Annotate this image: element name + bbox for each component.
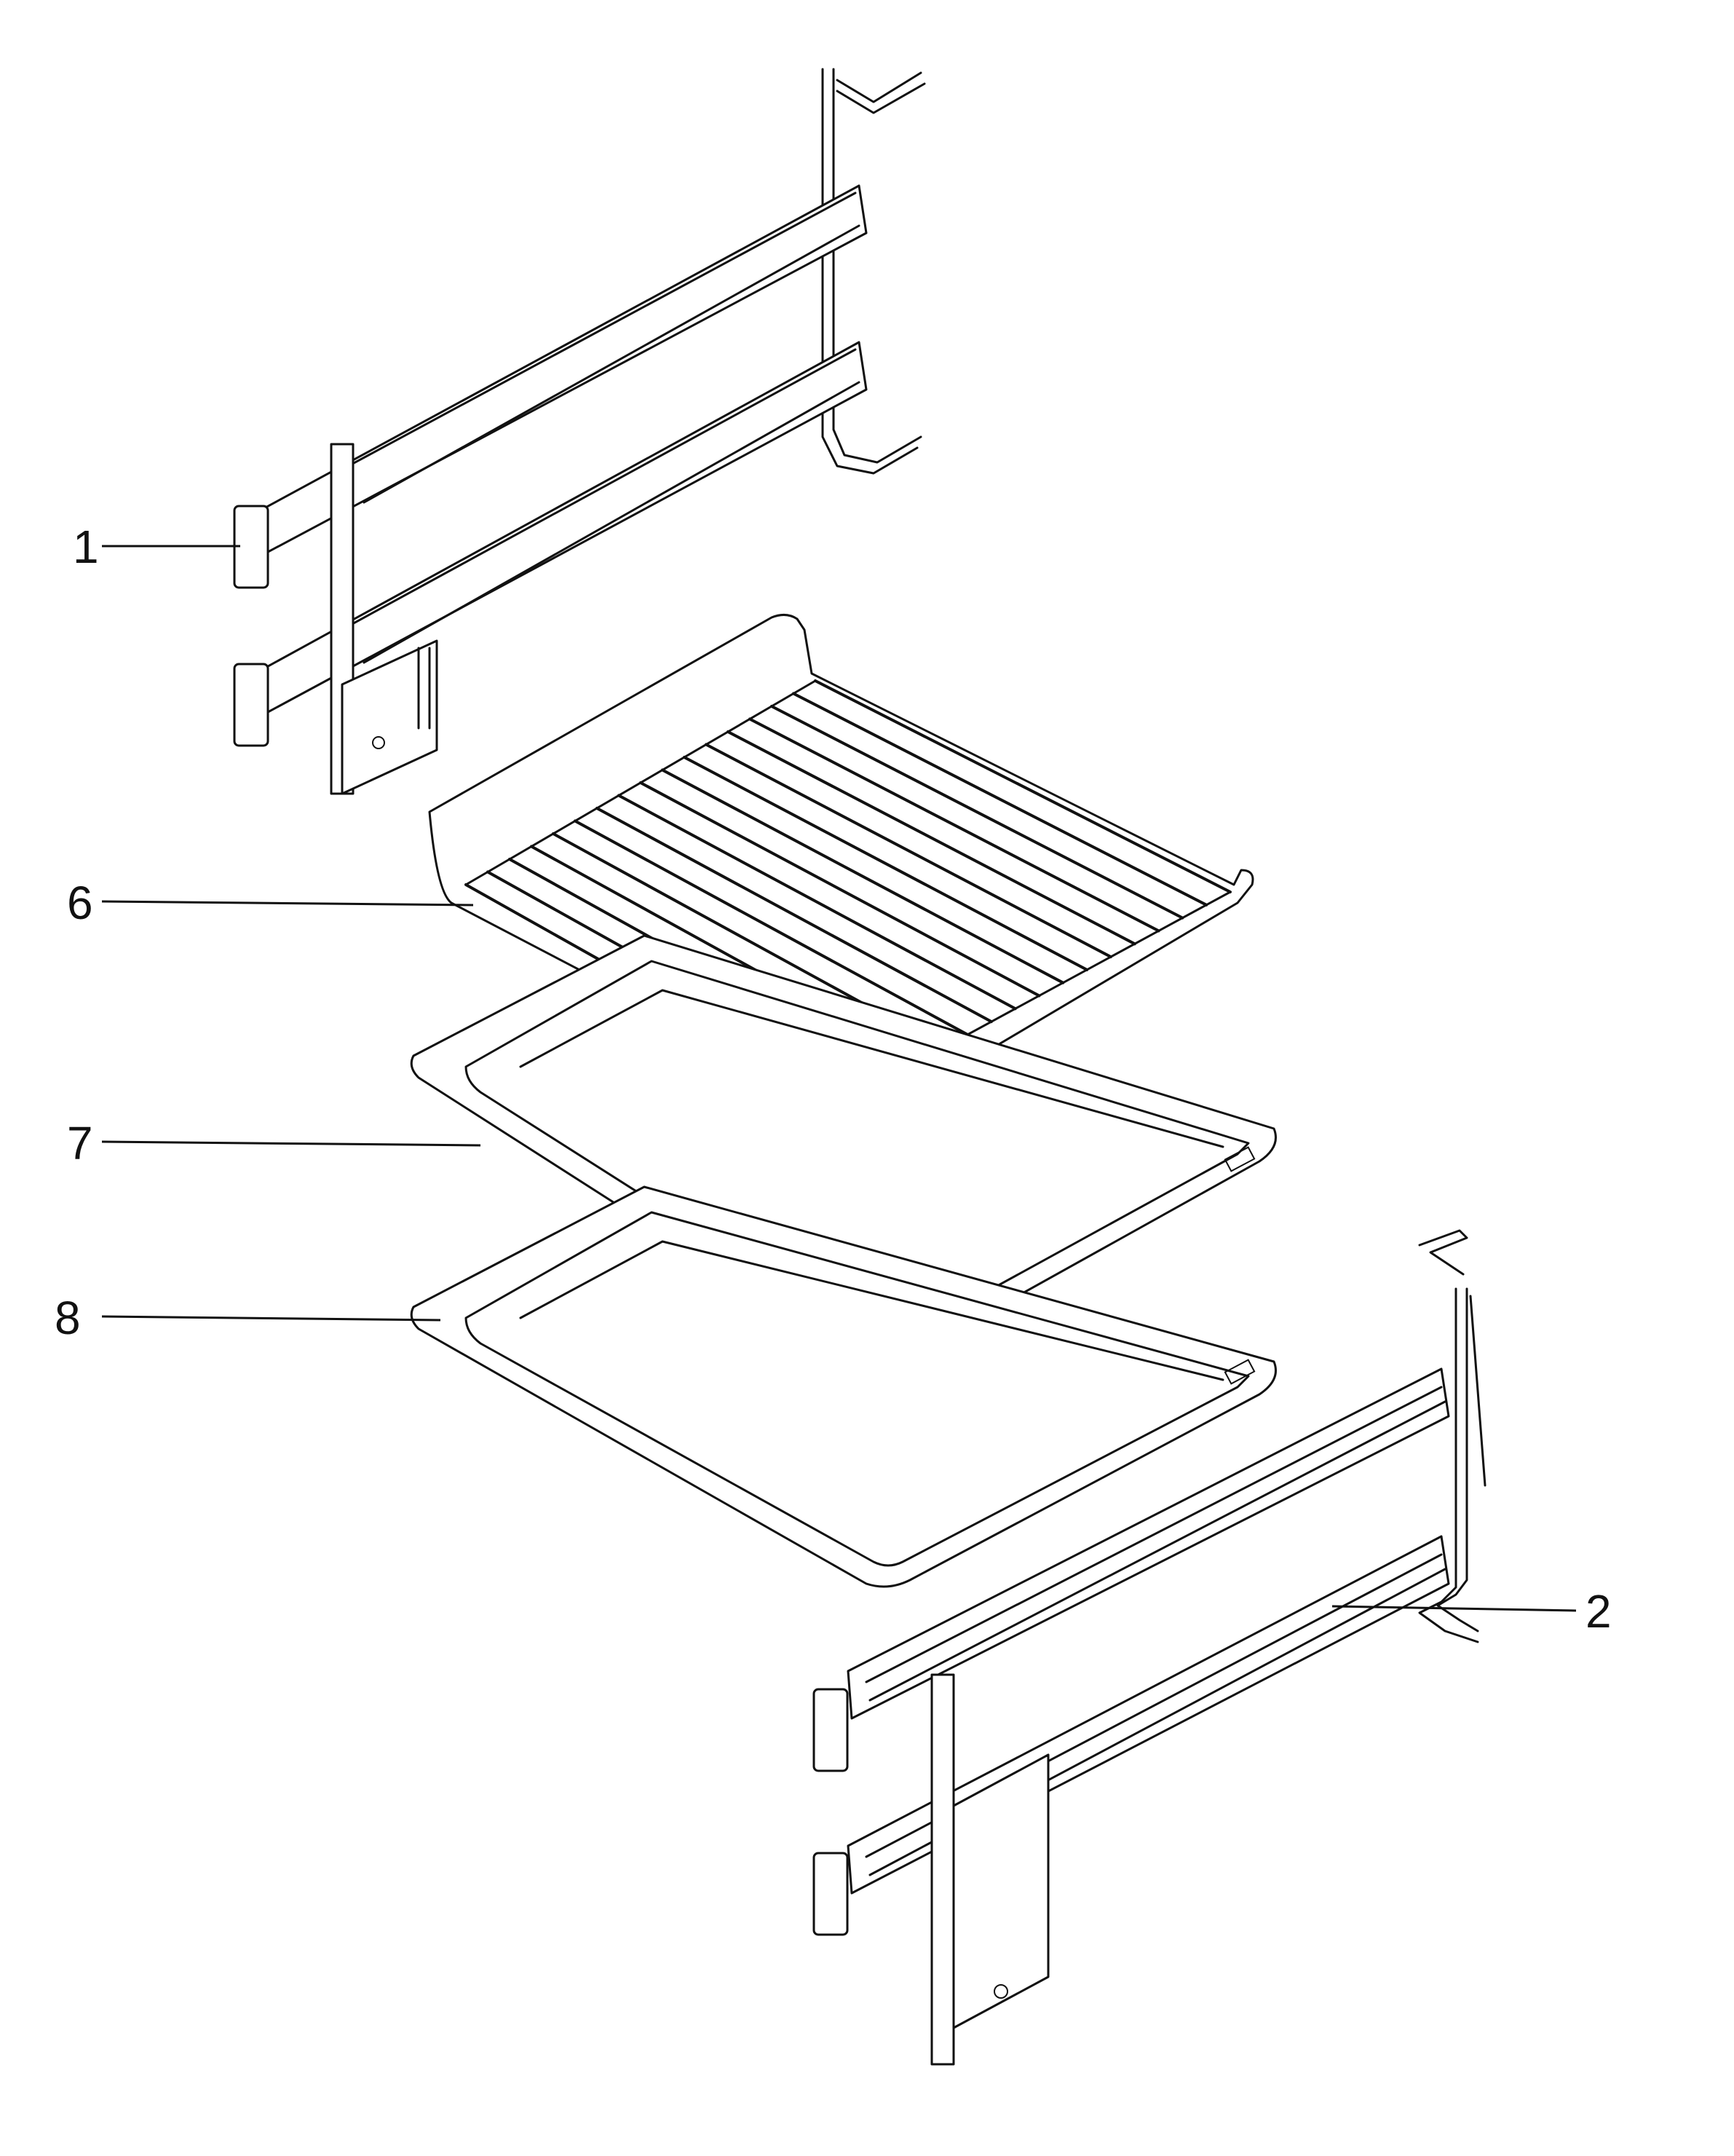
shelf-wire — [617, 794, 1017, 1011]
shelf-wire — [727, 730, 1136, 946]
callout-7: 7 — [67, 1117, 93, 1169]
shelf-wire — [639, 781, 1041, 998]
shelf-wire — [574, 819, 970, 1036]
part-8-deep-tray — [410, 1185, 1277, 1588]
leader-6 — [101, 900, 474, 907]
callout-leaders — [101, 545, 1577, 1612]
leader-8 — [101, 1315, 441, 1322]
shelf-wire — [792, 692, 1208, 907]
callout-2: 2 — [1585, 1585, 1612, 1638]
part-1-left-runner — [233, 68, 926, 795]
shelf-wire — [595, 807, 993, 1024]
shelf-wire — [661, 768, 1065, 984]
shelf-wire — [770, 705, 1184, 920]
shelf-wire — [814, 679, 1232, 893]
shelf-wire — [683, 756, 1089, 971]
leader-7 — [101, 1140, 481, 1147]
callout-numbers: 1 6 7 8 2 — [55, 521, 1612, 1638]
callout-8: 8 — [55, 1292, 81, 1344]
leader-2 — [1331, 1605, 1577, 1612]
shelf-wire — [748, 717, 1160, 933]
callout-6: 6 — [67, 877, 93, 929]
shelf-wire — [705, 743, 1112, 959]
callout-1: 1 — [73, 521, 99, 573]
